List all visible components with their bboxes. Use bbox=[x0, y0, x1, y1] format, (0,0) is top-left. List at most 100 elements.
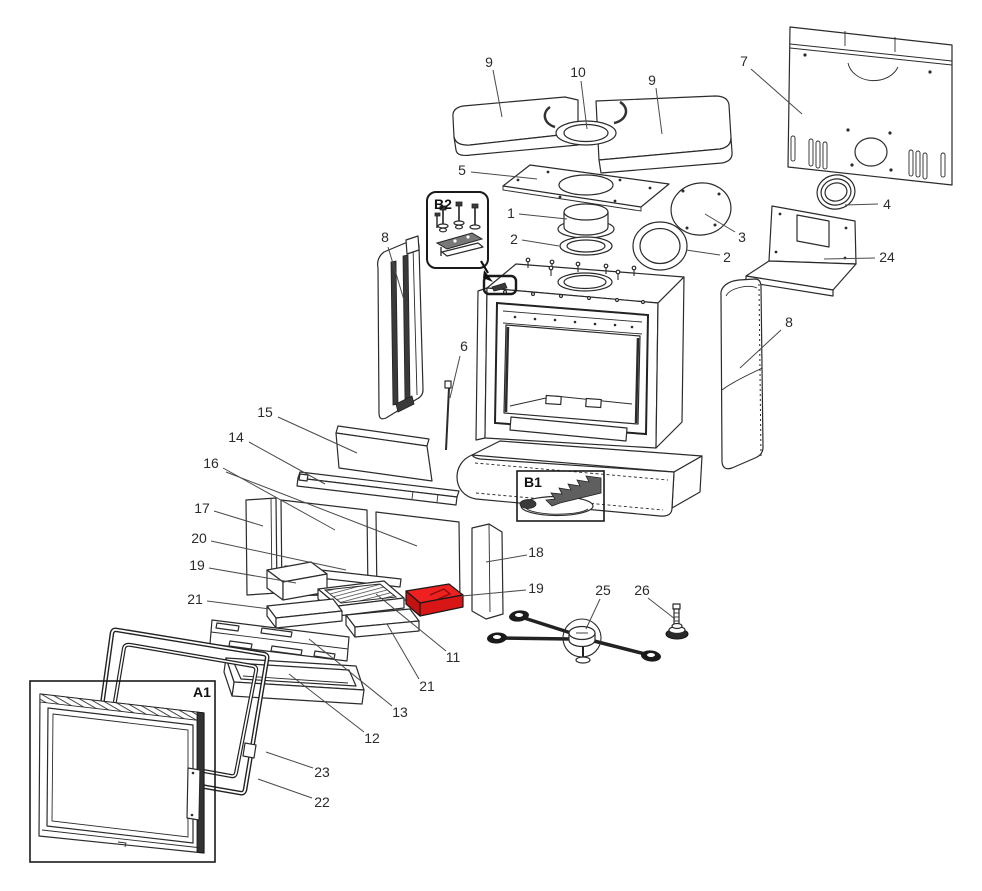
callout-leader-line bbox=[685, 249, 721, 256]
part-side-panel-left bbox=[377, 235, 424, 420]
callout-leader-line bbox=[580, 80, 588, 130]
callout-leader-line bbox=[704, 213, 736, 233]
part-base-plinth bbox=[456, 440, 703, 517]
callout-leader-line bbox=[844, 203, 879, 206]
part-brick-18 bbox=[471, 523, 504, 620]
rope-22-outer bbox=[91, 627, 270, 796]
latch-detail bbox=[491, 282, 508, 292]
part-side-panel-right bbox=[720, 278, 764, 470]
callout-8: 8 bbox=[785, 314, 793, 330]
rope-clamp bbox=[242, 742, 257, 759]
callout-leader-line bbox=[257, 778, 313, 799]
callout-2: 2 bbox=[723, 249, 731, 265]
callout-leader-line bbox=[647, 597, 676, 620]
callout-leader-line bbox=[225, 471, 418, 547]
callout-6: 6 bbox=[460, 338, 468, 354]
callout-19: 19 bbox=[189, 557, 205, 573]
part-baffle bbox=[296, 471, 460, 506]
b2-arrow-line bbox=[480, 260, 489, 274]
callout-leader-line bbox=[518, 213, 568, 220]
part-top-plates bbox=[452, 95, 733, 174]
callout-leader-line bbox=[248, 441, 326, 485]
callout-20: 20 bbox=[191, 530, 207, 546]
callout-17: 17 bbox=[194, 500, 210, 516]
b2-lower-plate bbox=[441, 242, 484, 257]
part-gasket-ring-left bbox=[559, 236, 613, 256]
part-flue-collar bbox=[557, 203, 615, 239]
part-adjustable-foot bbox=[665, 603, 689, 640]
part-back-panel bbox=[787, 26, 953, 186]
callout-10: 10 bbox=[570, 64, 586, 80]
part-top-sheet bbox=[502, 164, 670, 212]
b2-label: B2 bbox=[434, 196, 452, 212]
callout-3: 3 bbox=[738, 229, 746, 245]
callout-25: 25 bbox=[595, 582, 611, 598]
callout-2: 2 bbox=[510, 231, 518, 247]
lintel-bolts bbox=[513, 315, 634, 329]
b2-bracket-plate bbox=[435, 232, 484, 250]
part-stove-body bbox=[475, 257, 685, 449]
callout-leader-line bbox=[461, 589, 527, 597]
callout-leader-line bbox=[213, 510, 264, 527]
callout-leader-line bbox=[386, 623, 420, 680]
firebox-opening bbox=[503, 324, 641, 425]
callout-leader-line bbox=[277, 416, 358, 454]
callout-21: 21 bbox=[187, 591, 203, 607]
callout-9: 9 bbox=[648, 72, 656, 88]
callout-1: 1 bbox=[507, 205, 515, 221]
part-perforated-strip bbox=[209, 619, 350, 662]
callout-leader-line bbox=[470, 171, 538, 180]
callout-26: 26 bbox=[634, 582, 650, 598]
callout-leader-line bbox=[265, 751, 314, 769]
callout-leader-line bbox=[210, 540, 347, 571]
callout-21: 21 bbox=[419, 678, 435, 694]
a1-box bbox=[29, 680, 216, 863]
b2-arrow-head bbox=[483, 270, 493, 282]
part-feet-assembly bbox=[487, 610, 661, 664]
part-rod bbox=[444, 380, 452, 451]
part-blanking-plate bbox=[670, 182, 732, 236]
callout-14: 14 bbox=[228, 429, 244, 445]
callout-24: 24 bbox=[879, 249, 895, 265]
b1-box bbox=[516, 470, 605, 522]
part-door bbox=[38, 693, 205, 854]
part-collar-ring bbox=[816, 174, 856, 210]
callout-leader-line bbox=[739, 329, 782, 369]
callout-leader-line bbox=[823, 257, 876, 260]
callout-7: 7 bbox=[740, 53, 748, 69]
callout-leader-line bbox=[492, 69, 503, 118]
callout-23: 23 bbox=[314, 764, 330, 780]
part-gasket-ring-right bbox=[632, 221, 688, 271]
callout-19: 19 bbox=[528, 580, 544, 596]
callout-5: 5 bbox=[458, 162, 466, 178]
callout-leader-line bbox=[449, 355, 461, 399]
callout-leader-line bbox=[655, 87, 663, 135]
a1-label: A1 bbox=[193, 684, 211, 700]
callout-11: 11 bbox=[446, 649, 461, 665]
rope-23-inner bbox=[104, 642, 259, 779]
callout-leader-line bbox=[375, 593, 447, 652]
callout-leader-line bbox=[208, 567, 297, 584]
callout-leader-line bbox=[750, 68, 803, 115]
callout-leader-line bbox=[387, 246, 405, 301]
b1-label: B1 bbox=[524, 474, 542, 490]
feet bbox=[487, 610, 661, 662]
callout-leader-line bbox=[288, 673, 365, 733]
callout-18: 18 bbox=[528, 544, 544, 560]
door-handle bbox=[186, 767, 201, 821]
callout-9: 9 bbox=[485, 54, 493, 70]
b2-bolts bbox=[434, 201, 481, 233]
callout-4: 4 bbox=[883, 196, 891, 212]
screw-dots bbox=[803, 53, 932, 172]
callout-leader-line bbox=[585, 598, 601, 630]
part-rear-brick bbox=[335, 425, 433, 482]
callout-leader-line bbox=[308, 638, 393, 707]
callout-leader-line bbox=[521, 239, 560, 247]
part-door-ropes bbox=[91, 627, 270, 796]
callout-leader-line bbox=[485, 554, 528, 563]
part-strip-21-right bbox=[345, 608, 420, 638]
callout-8: 8 bbox=[381, 229, 389, 245]
